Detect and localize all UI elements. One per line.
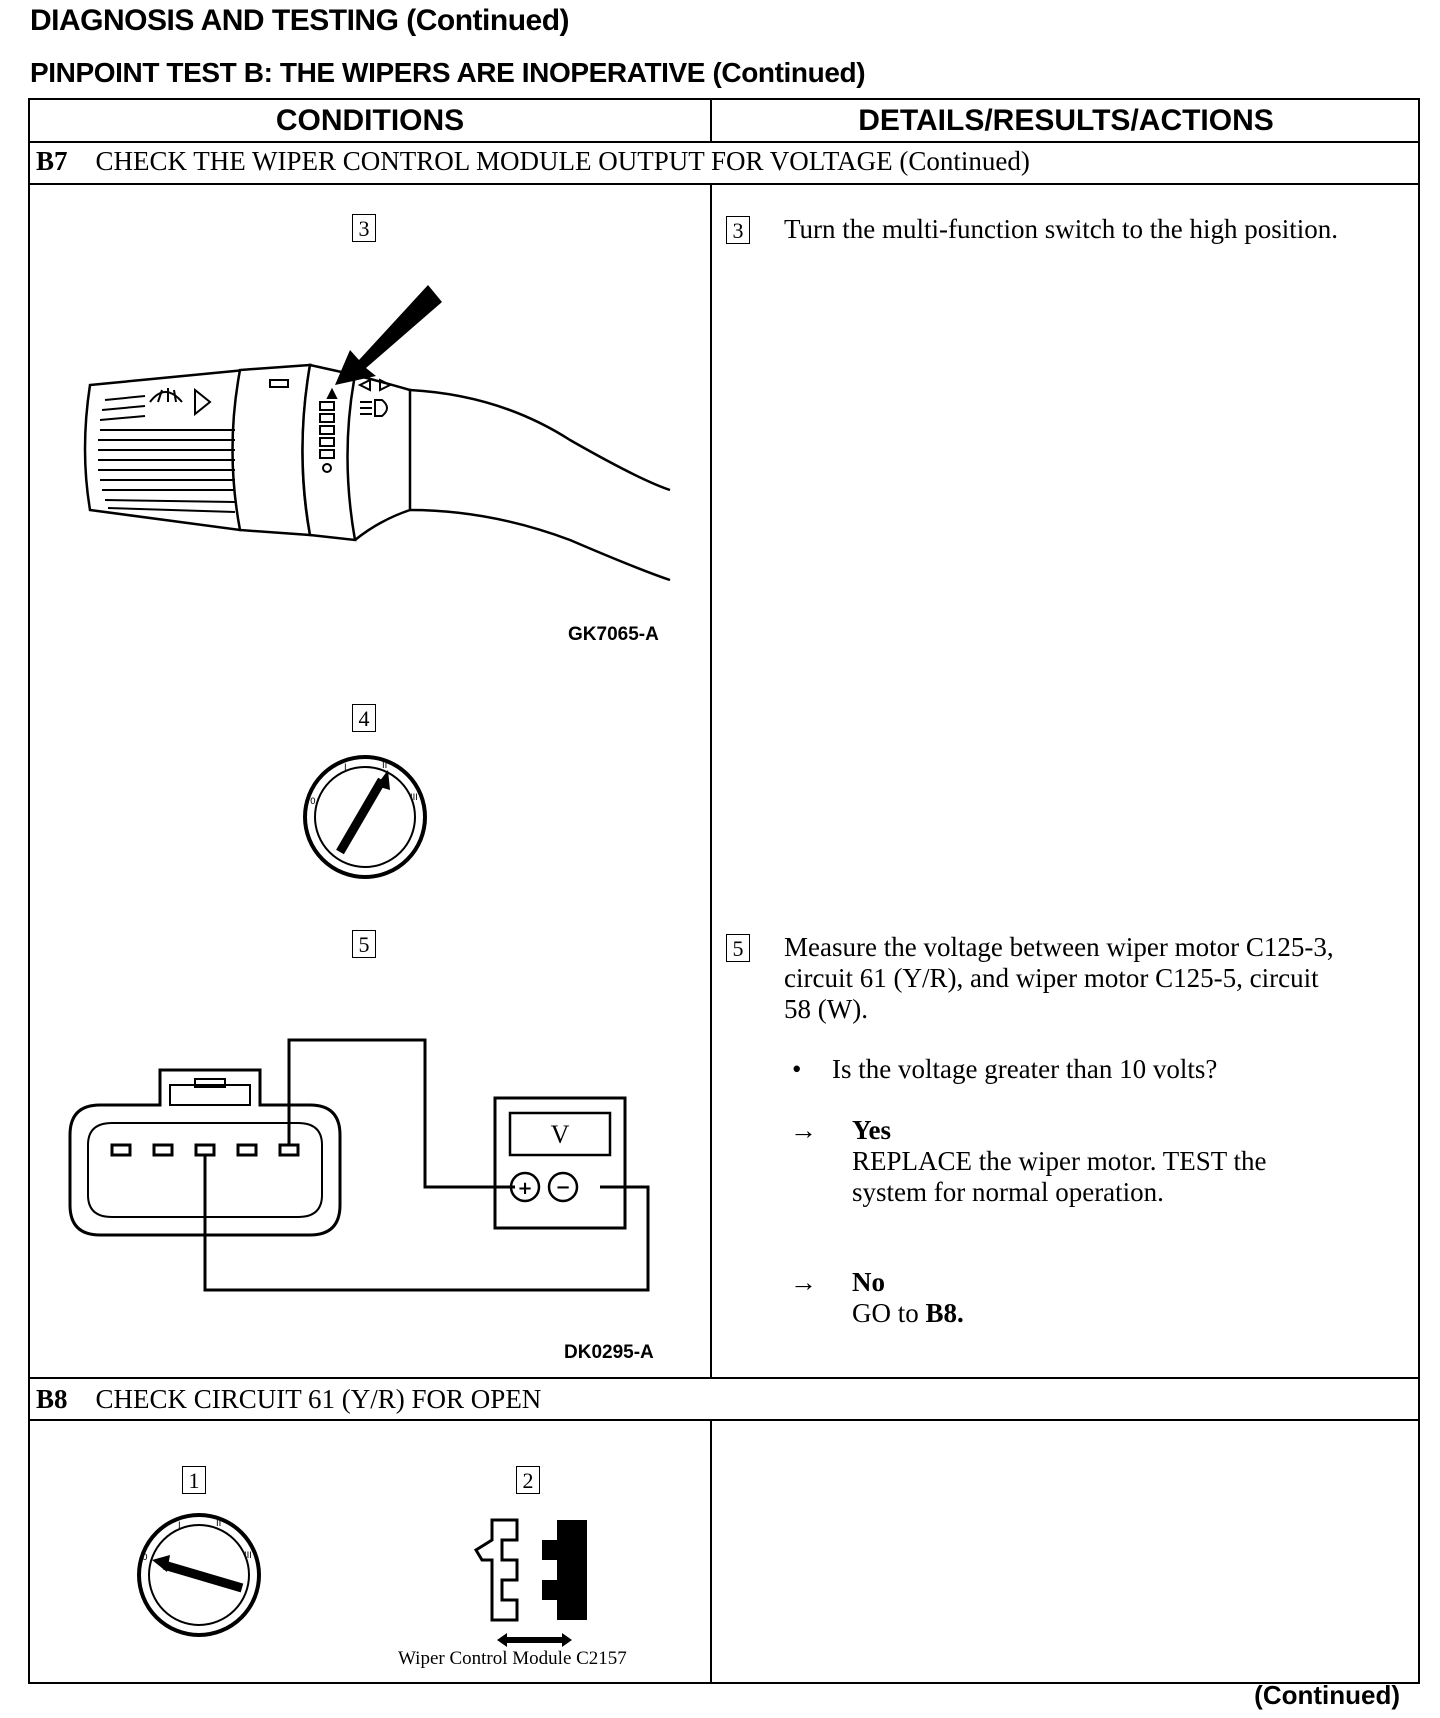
no-text: GO to B8. bbox=[852, 1298, 964, 1329]
step5-text-1: Measure the voltage between wiper motor … bbox=[784, 932, 1334, 962]
step5-box-left: 5 bbox=[352, 930, 376, 958]
step3-box-left: 3 bbox=[352, 214, 376, 242]
multifunction-switch-illustration bbox=[83, 285, 671, 582]
figure-id-gk7065: GK7065-A bbox=[568, 624, 659, 645]
step3-box-right: 3 bbox=[726, 216, 750, 244]
step4-box: 4 bbox=[352, 704, 376, 732]
step5-text-3: 58 (W). bbox=[784, 994, 868, 1024]
b7-title: CHECK THE WIPER CONTROL MODULE OUTPUT FO… bbox=[95, 146, 1030, 176]
svg-text:−: − bbox=[555, 1177, 570, 1198]
column-header-conditions: CONDITIONS bbox=[275, 104, 465, 137]
connector-disconnect-icon bbox=[473, 1518, 587, 1647]
continued-label: (Continued) bbox=[1254, 1680, 1400, 1710]
b7-code: B7 bbox=[36, 146, 68, 176]
page-subtitle: PINPOINT TEST B: THE WIPERS ARE INOPERAT… bbox=[30, 57, 866, 88]
yes-label: Yes bbox=[852, 1115, 891, 1145]
b8-top-rule bbox=[28, 1377, 1420, 1379]
svg-text:+: + bbox=[517, 1178, 532, 1199]
test-table bbox=[28, 98, 1420, 1684]
svg-text:II: II bbox=[382, 761, 387, 771]
column-divider-b7 bbox=[710, 184, 712, 1378]
column-header-details: DETAILS/RESULTS/ACTIONS bbox=[858, 104, 1274, 137]
b8-code: B8 bbox=[36, 1384, 68, 1414]
question-text: Is the voltage greater than 10 volts? bbox=[832, 1054, 1218, 1084]
b7-heading: B7 CHECK THE WIPER CONTROL MODULE OUTPUT … bbox=[36, 146, 1030, 177]
svg-text:0: 0 bbox=[142, 1553, 148, 1563]
ignition-switch-off-icon: 0 I II III bbox=[137, 1513, 261, 1637]
no-text-target: B8. bbox=[925, 1298, 964, 1328]
b8-rule bbox=[28, 1419, 1420, 1421]
b8-title: CHECK CIRCUIT 61 (Y/R) FOR OPEN bbox=[95, 1384, 542, 1414]
step5-box-right: 5 bbox=[726, 934, 750, 962]
yes-text-2: system for normal operation. bbox=[852, 1177, 1164, 1207]
arrow-indicator-icon bbox=[335, 285, 442, 385]
meter-label: V bbox=[551, 1120, 570, 1149]
page-title: DIAGNOSIS AND TESTING (Continued) bbox=[30, 4, 570, 37]
ignition-switch-on-icon: 0 I II III bbox=[303, 755, 427, 879]
yes-text-1: REPLACE the wiper motor. TEST the bbox=[852, 1146, 1267, 1176]
b8-step1-box: 1 bbox=[182, 1466, 206, 1494]
b8-heading: B8 CHECK CIRCUIT 61 (Y/R) FOR OPEN bbox=[36, 1384, 541, 1415]
svg-text:I: I bbox=[344, 763, 347, 773]
step3-text: Turn the multi-function switch to the hi… bbox=[784, 214, 1338, 244]
svg-text:I: I bbox=[178, 1521, 181, 1531]
column-divider-top bbox=[710, 98, 712, 142]
no-text-prefix: GO to bbox=[852, 1298, 926, 1328]
header-rule bbox=[28, 141, 1420, 143]
bullet-icon: • bbox=[792, 1054, 802, 1084]
svg-text:0: 0 bbox=[310, 797, 316, 807]
b8-step2-box: 2 bbox=[516, 1466, 540, 1494]
svg-text:III: III bbox=[410, 793, 418, 803]
figure-id-dk0295: DK0295-A bbox=[564, 1342, 654, 1363]
no-label: No bbox=[852, 1267, 885, 1297]
svg-text:III: III bbox=[244, 1551, 252, 1561]
svg-text:II: II bbox=[216, 1519, 221, 1529]
connector-caption: Wiper Control Module C2157 bbox=[398, 1648, 627, 1669]
no-arrow-icon: → bbox=[790, 1267, 817, 1297]
voltmeter-circuit-illustration: V + − bbox=[68, 1038, 650, 1292]
b7-rule bbox=[28, 183, 1420, 185]
yes-arrow-icon: → bbox=[790, 1115, 817, 1145]
column-divider-b8 bbox=[710, 1420, 712, 1684]
step5-text-2: circuit 61 (Y/R), and wiper motor C125-5… bbox=[784, 963, 1319, 993]
